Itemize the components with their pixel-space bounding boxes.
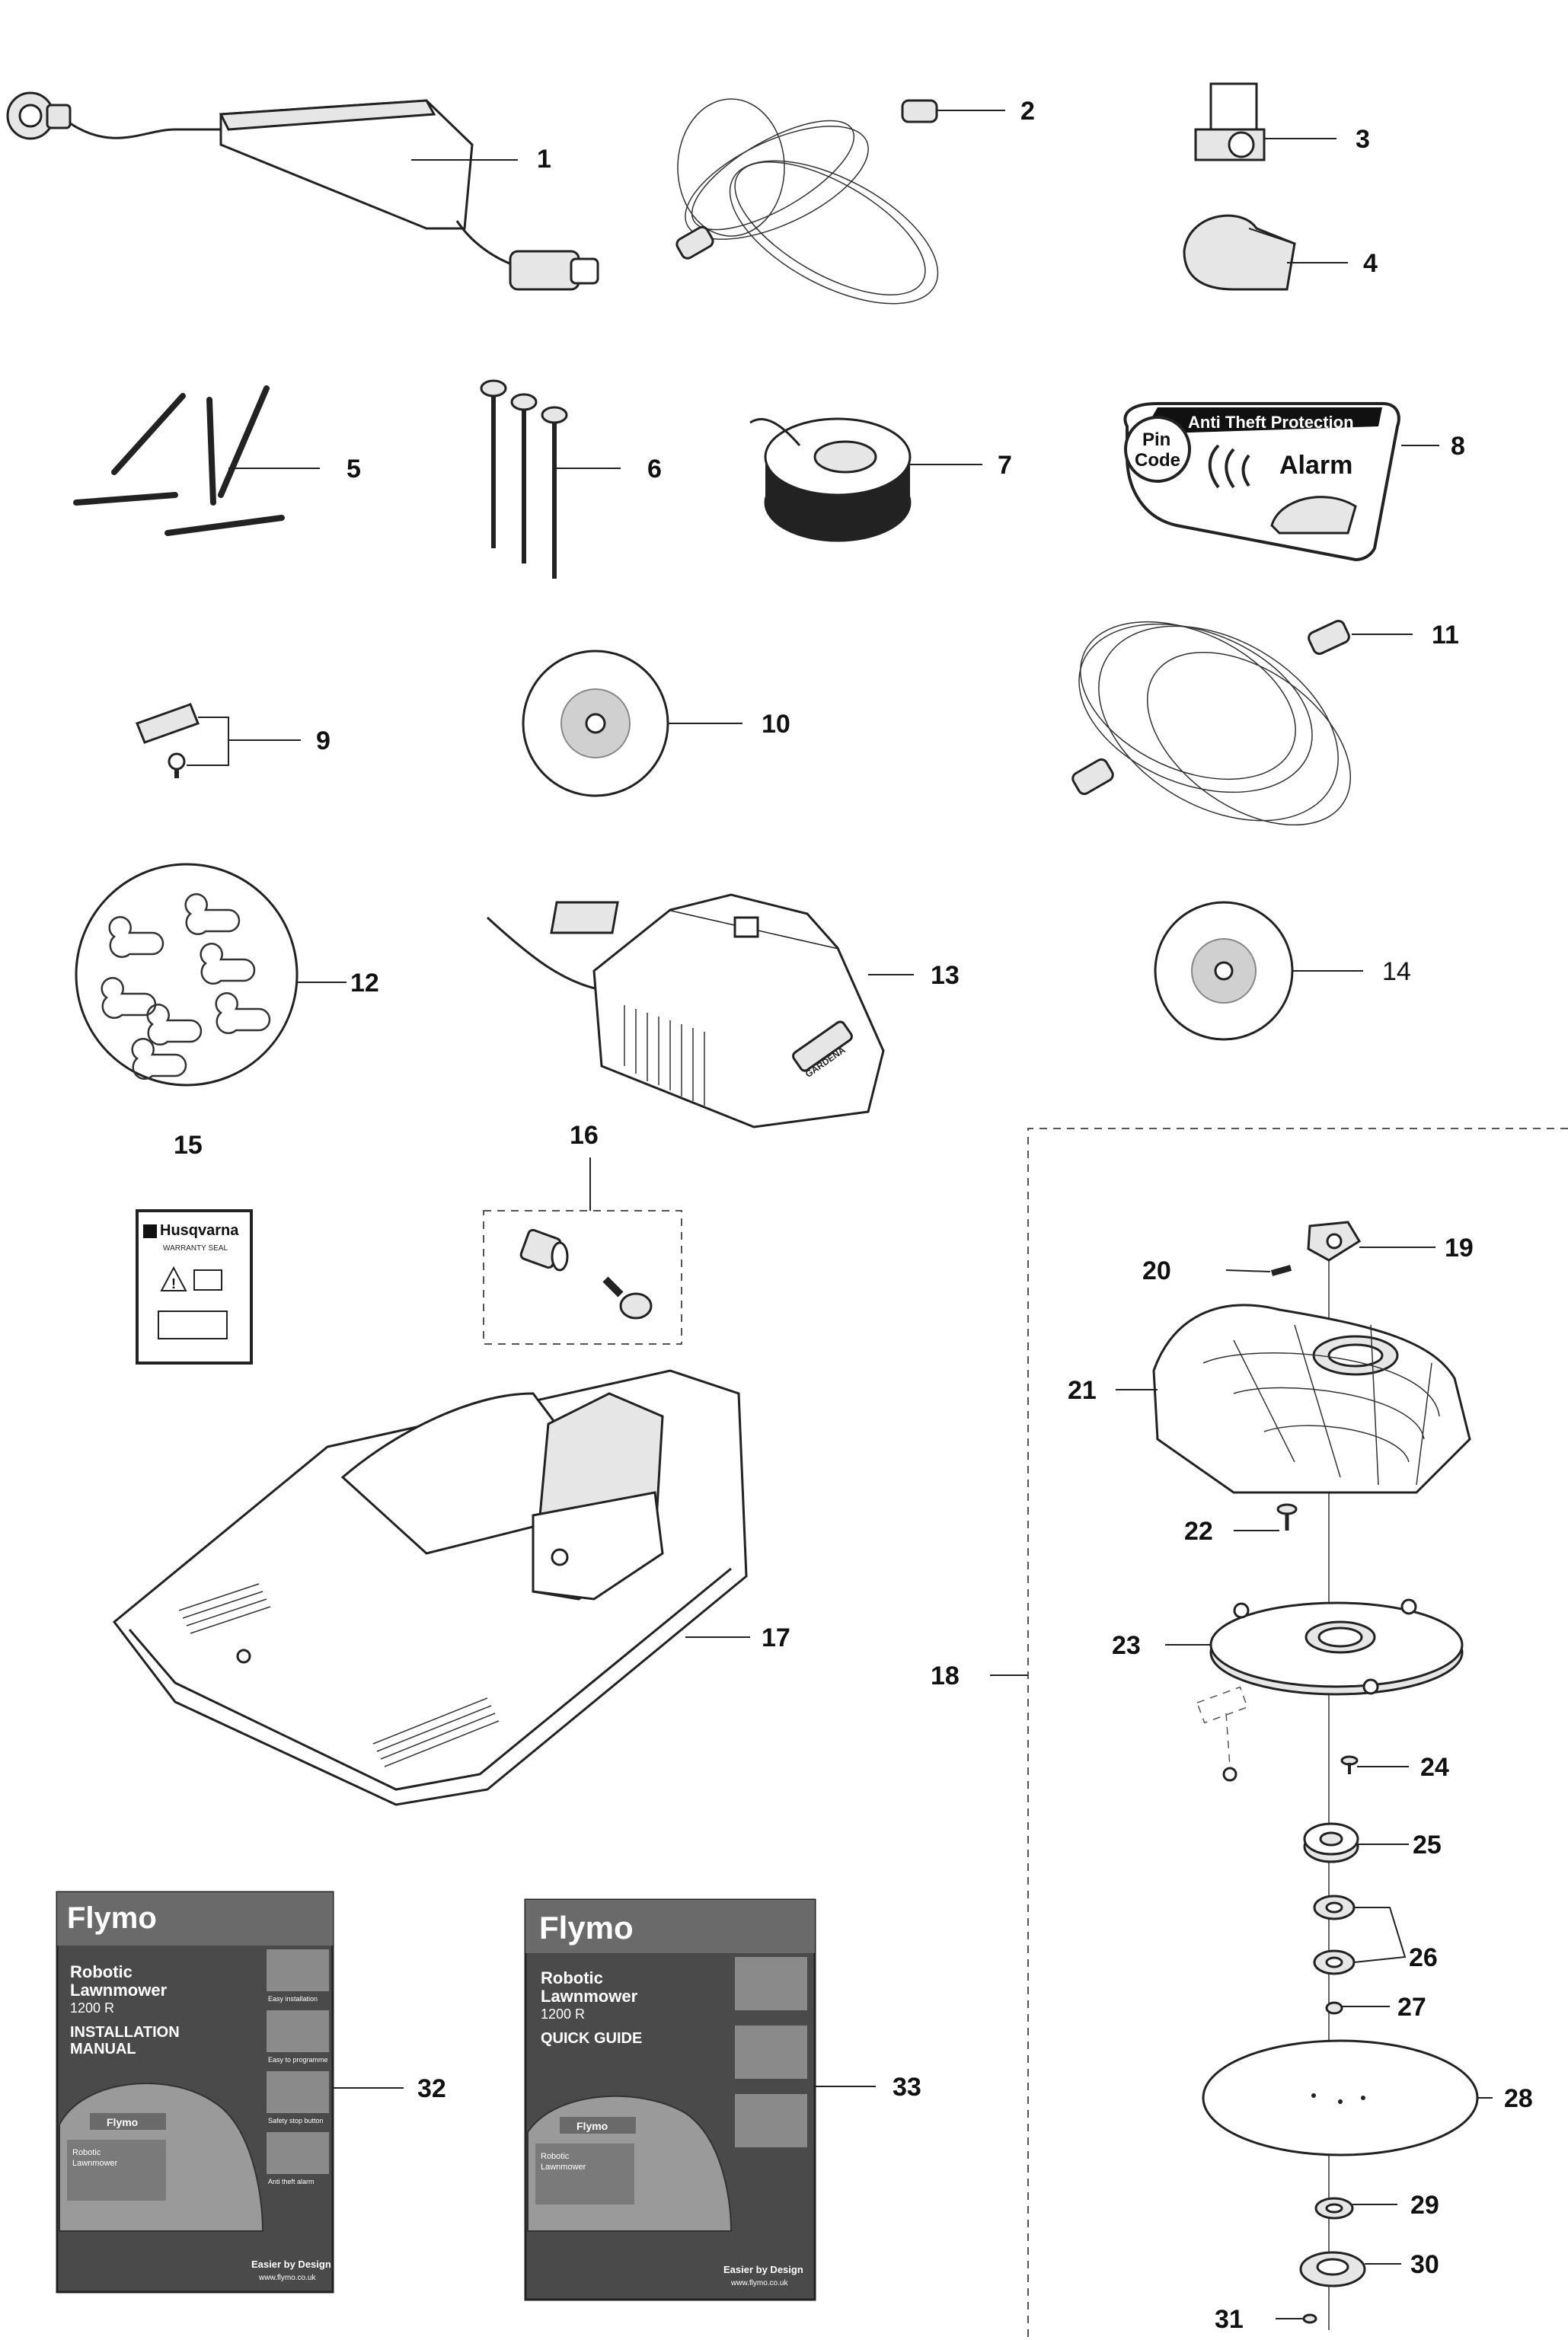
manual33-mower-label2: Lawnmower — [541, 2163, 586, 2172]
manual33-tagline: Easier by Design — [723, 2264, 803, 2275]
manual32-caption-2: Easy to programme — [268, 2056, 328, 2064]
callout-13: 13 — [931, 961, 960, 990]
part-31-screw — [1276, 2313, 1317, 2324]
part-22-screw — [1234, 1503, 1298, 1531]
callout-28: 28 — [1504, 2084, 1533, 2113]
part-8-decal: Pin Code Anti Theft Protection Alarm — [1123, 402, 1439, 562]
callout-30: 30 — [1410, 2250, 1439, 2279]
part-9-blade — [136, 703, 301, 778]
manual32-product1: Robotic — [70, 1962, 133, 1981]
part-7-wire-spool — [749, 417, 982, 542]
manual32-model: 1200 R — [70, 2000, 114, 2016]
manual33-mower-label1: Robotic — [541, 2152, 570, 2161]
decal-pin-label: Pin — [1142, 429, 1170, 450]
part-21-cover — [1116, 1304, 1471, 1494]
callout-19: 19 — [1445, 1234, 1474, 1263]
callout-4: 4 — [1363, 249, 1378, 278]
part-16-fastener-kit — [483, 1157, 682, 1345]
part-5-pegs — [73, 385, 320, 536]
callout-27: 27 — [1397, 1993, 1426, 2022]
callout-20: 20 — [1142, 1256, 1171, 1285]
part-11-cable-coil — [1071, 619, 1413, 826]
part-2-cable-coil — [675, 98, 1005, 305]
manual33-product1: Robotic — [541, 1968, 603, 1987]
part-14-disc — [1154, 901, 1363, 1041]
manual32-title1: INSTALLATION — [70, 2024, 180, 2041]
callout-8: 8 — [1451, 432, 1465, 461]
warranty-brand: Husqvarna — [160, 1222, 239, 1239]
manual33-brand: Flymo — [539, 1910, 634, 1946]
decal-code-label: Code — [1135, 450, 1180, 471]
manual33-model: 1200 R — [541, 2006, 585, 2022]
part-18-cutting-assembly — [990, 1128, 1568, 2340]
callout-31: 31 — [1215, 2305, 1244, 2334]
part-26-washers — [1313, 1895, 1407, 1975]
svg-text:!: ! — [171, 1276, 176, 1291]
callout-7: 7 — [998, 451, 1012, 480]
manual32-caption-3: Safety stop button — [268, 2117, 324, 2125]
callout-16: 16 — [570, 1121, 599, 1150]
manual32-title2: MANUAL — [70, 2041, 136, 2057]
manual32-mower-badge: Flymo — [107, 2116, 138, 2128]
part-23-blade-disc — [1165, 1598, 1464, 1782]
manual33-product2: Lawnmower — [541, 1987, 638, 2006]
part-33-quick-guide: Flymo Robotic Lawnmower 1200 R QUICK GUI… — [524, 1898, 876, 2301]
part-28-guard-disc — [1202, 2039, 1493, 2156]
part-13-charger: GARDENA — [486, 893, 914, 1128]
part-10-disc — [522, 650, 742, 797]
manual32-tagline: Easier by Design — [251, 2259, 331, 2270]
callout-21: 21 — [1068, 1376, 1097, 1405]
part-30-hub-cap — [1299, 2251, 1401, 2287]
part-3-clip — [1194, 82, 1336, 161]
manual32-mower-label2: Lawnmower — [72, 2159, 118, 2168]
part-4-knob — [1183, 214, 1348, 291]
callout-29: 29 — [1410, 2191, 1439, 2220]
callout-17: 17 — [762, 1623, 790, 1652]
decal-alarm: Alarm — [1279, 451, 1352, 480]
callout-26: 26 — [1409, 1943, 1438, 1972]
part-25-bearing — [1303, 1822, 1409, 1863]
callout-1: 1 — [537, 145, 551, 174]
callout-6: 6 — [647, 455, 662, 484]
callout-23: 23 — [1112, 1631, 1141, 1660]
callout-32: 32 — [417, 2074, 446, 2103]
part-24-screw — [1340, 1755, 1409, 1774]
callout-12: 12 — [350, 969, 379, 998]
part-19-hub — [1307, 1221, 1435, 1262]
callout-18: 18 — [931, 1662, 960, 1690]
callout-10: 10 — [762, 710, 790, 739]
manual32-brand: Flymo — [67, 1901, 157, 1935]
part-29-washer — [1314, 2197, 1397, 2220]
callout-33: 33 — [893, 2073, 921, 2102]
part-15-warranty-card: Husqvarna WARRANTY SEAL ! — [136, 1209, 253, 1365]
manual32-caption-4: Anti theft alarm — [268, 2178, 315, 2185]
part-32-installation-manual: Flymo Robotic Lawnmower 1200 R INSTALLAT… — [56, 1891, 404, 2294]
manual33-mower-badge: Flymo — [576, 2120, 608, 2132]
decal-header: Anti Theft Protection — [1188, 413, 1354, 432]
callout-15: 15 — [174, 1131, 203, 1160]
manual33-title: QUICK GUIDE — [541, 2030, 642, 2047]
part-12-pattern-disc — [75, 863, 346, 1087]
part-17-charging-station — [112, 1369, 750, 1806]
callout-25: 25 — [1413, 1831, 1442, 1860]
part-1-power-supply — [6, 91, 599, 291]
callout-9: 9 — [316, 726, 331, 755]
callout-24: 24 — [1420, 1753, 1449, 1782]
callout-5: 5 — [346, 455, 361, 484]
manual32-mower-label1: Robotic — [72, 2148, 101, 2157]
part-27-nut — [1325, 2001, 1390, 2015]
manual32-url: www.flymo.co.uk — [258, 2274, 316, 2282]
warranty-subtitle: WARRANTY SEAL — [163, 1244, 228, 1253]
manual33-url: www.flymo.co.uk — [730, 2279, 788, 2287]
callout-3: 3 — [1356, 125, 1370, 154]
callout-11: 11 — [1432, 621, 1459, 650]
callout-22: 22 — [1184, 1517, 1213, 1546]
callout-2: 2 — [1020, 97, 1035, 126]
part-20-screw — [1225, 1265, 1292, 1276]
manual32-product2: Lawnmower — [70, 1981, 168, 2000]
callout-14: 14 — [1382, 957, 1411, 986]
part-6-screws — [480, 379, 621, 579]
manual32-caption-1: Easy installation — [268, 1995, 318, 2003]
